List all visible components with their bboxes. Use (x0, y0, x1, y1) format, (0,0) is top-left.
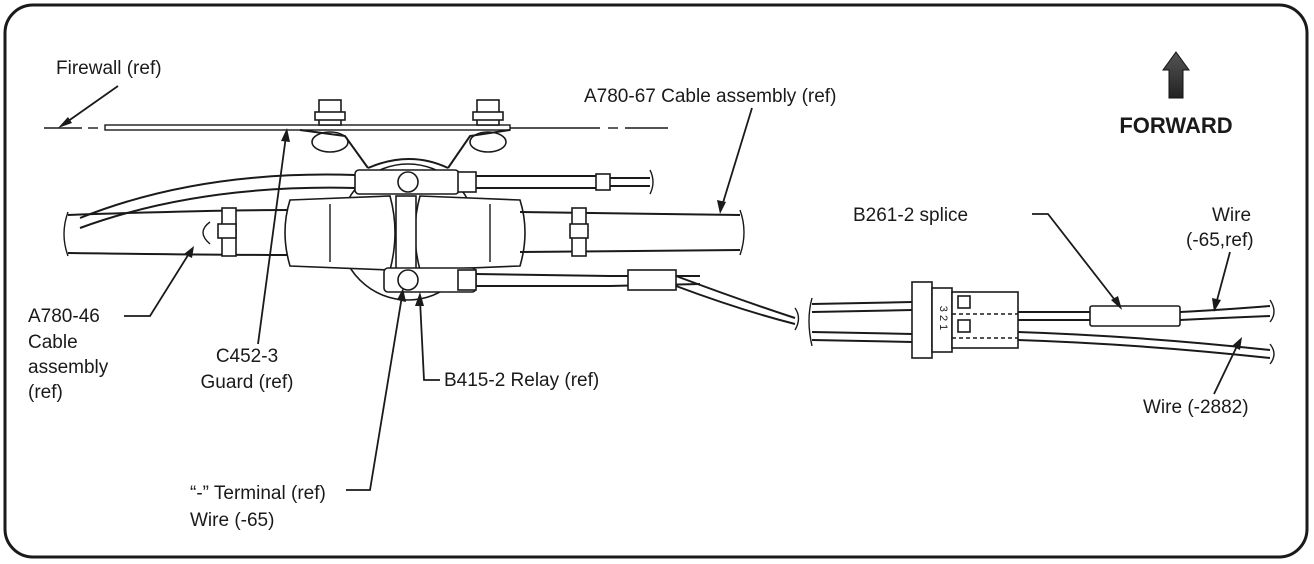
upper-wire-harness (79, 169, 654, 229)
leader-a780-67 (717, 107, 753, 214)
label-a780-67: A780-67 Cable assembly (ref) (584, 86, 836, 107)
label-b415-relay: B415-2 Relay (ref) (444, 370, 599, 391)
label-a780-46-line3: assembly (28, 357, 109, 378)
firewall (44, 124, 668, 131)
guard-bracket (299, 129, 511, 169)
connector-pin-marks: 3 2 1 (937, 306, 949, 330)
diagram-frame (3, 3, 1309, 559)
leader-firewall (58, 85, 119, 128)
label-firewall: Firewall (ref) (56, 58, 162, 79)
label-a780-46-line2: Cable (28, 332, 78, 353)
connector-input-wires (808, 297, 913, 347)
label-terminal-line1: “-” Terminal (ref) (190, 483, 326, 504)
relay-boot (284, 195, 526, 273)
cable-a780-67 (519, 207, 745, 257)
label-c452-line1: C452-3 (216, 346, 278, 367)
leader-wire-65-ref (1212, 251, 1231, 312)
leader-terminal (346, 288, 406, 491)
label-a780-46-line4: (ref) (28, 382, 63, 403)
label-b261-splice: B261-2 splice (853, 205, 968, 226)
connector: 3 2 1 (911, 281, 1019, 359)
forward-arrow-icon (1162, 51, 1190, 99)
forward-label: FORWARD (1119, 113, 1232, 138)
leader-c452 (257, 128, 290, 345)
mounting-hardware (311, 99, 507, 153)
cable-a780-46 (63, 207, 291, 257)
connector-output-wires (1017, 299, 1275, 365)
leader-b261-splice (1032, 213, 1122, 310)
lower-wire-harness (383, 267, 800, 331)
label-wire-65-ref-line1: Wire (1212, 205, 1251, 226)
leader-wire-2882 (1213, 337, 1242, 395)
leader-a780-46 (124, 246, 194, 317)
label-wire-2882: Wire (-2882) (1143, 397, 1249, 418)
label-wire-65-ref-line2: (-65,ref) (1186, 230, 1254, 251)
label-terminal-line2: Wire (-65) (190, 510, 274, 531)
label-c452-line2: Guard (ref) (201, 372, 294, 393)
leader-b415-relay (415, 292, 440, 381)
label-a780-46-line1: A780-46 (28, 306, 100, 327)
